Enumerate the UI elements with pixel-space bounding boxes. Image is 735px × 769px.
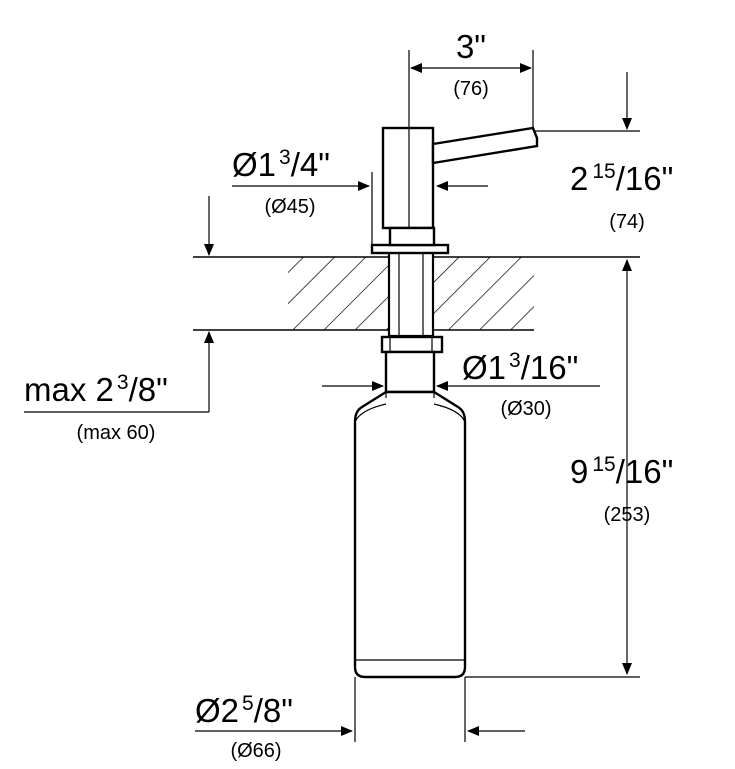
spout: [431, 126, 539, 165]
pump-height-num: 15: [592, 160, 615, 183]
shank-dia-den: /16": [521, 349, 579, 386]
bottle-dia-num: 5: [242, 692, 254, 715]
bottle-dia-main: Ø2: [195, 692, 239, 729]
bottle-shoulder: [354, 403, 466, 423]
width-metric: (76): [453, 78, 489, 100]
pump-height-metric: (74): [609, 211, 645, 233]
max-thickness-num: 3: [117, 371, 129, 394]
below-height-main: 9: [570, 453, 588, 490]
shank: [387, 250, 435, 338]
bottle-dia-den: /8": [254, 692, 293, 729]
max-thickness-main: max 2: [24, 371, 114, 408]
pump-height-den: /16": [616, 160, 674, 197]
max-thickness-metric: (max 60): [77, 422, 156, 444]
pump-dia-metric: (Ø45): [264, 196, 315, 218]
bottle: [353, 390, 467, 679]
pump-collar: [388, 226, 436, 247]
dispenser: [353, 126, 539, 679]
svg-text:215/16": 215/16": [570, 160, 673, 197]
width-main: 3": [456, 28, 486, 65]
max-thickness-den: /8": [129, 371, 168, 408]
shank-dia-num: 3: [509, 349, 521, 372]
below-height-num: 15: [592, 453, 615, 476]
bottle-dia-metric: (Ø66): [230, 740, 281, 762]
svg-text:Ø13/4": Ø13/4": [232, 146, 330, 183]
below-height-den: /16": [616, 453, 674, 490]
mounting-nut: [380, 335, 444, 354]
svg-text:915/16": 915/16": [570, 453, 673, 490]
below-height-metric: (253): [604, 504, 651, 526]
pump-dia-den: /4": [291, 146, 330, 183]
dimension-lines: [24, 50, 640, 742]
pump-height-main: 2: [570, 160, 588, 197]
shank-dia-metric: (Ø30): [500, 398, 551, 420]
width-label: 3" (76): [453, 28, 489, 100]
svg-text:Ø13/16": Ø13/16": [462, 349, 578, 386]
bottle-neck: [384, 350, 436, 394]
shank-dia-main: Ø1: [462, 349, 506, 386]
pump-dia-num: 3: [279, 146, 291, 169]
svg-text:max 23/8": max 23/8": [24, 371, 168, 408]
pump-head: [381, 126, 435, 230]
pump-dia-main: Ø1: [232, 146, 276, 183]
svg-text:Ø25/8": Ø25/8": [195, 692, 293, 729]
